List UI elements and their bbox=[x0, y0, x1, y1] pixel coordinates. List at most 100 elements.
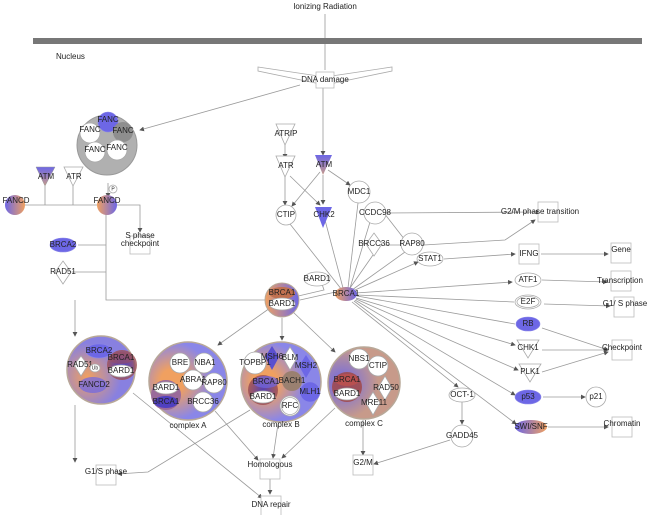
brcc36-label: BRCC36 bbox=[187, 397, 219, 406]
brcc36-node[interactable]: BRCC36 bbox=[358, 232, 390, 257]
ccdc98-label: CCDC98 bbox=[359, 208, 392, 217]
rb-node[interactable]: RB bbox=[515, 316, 541, 332]
mdc1-label: MDC1 bbox=[348, 187, 371, 196]
rad51-label: RAD51 bbox=[50, 267, 76, 276]
fanc-label: FANC bbox=[112, 126, 134, 135]
g2m-node[interactable]: G2/M bbox=[352, 454, 374, 476]
fanc-label: FANC bbox=[106, 143, 128, 152]
complex-a[interactable]: BRE NBA1 ABRA1 RAP80 BARD1 BRCA1 BRCC36 … bbox=[148, 341, 228, 430]
fanc-label: FANC bbox=[79, 125, 101, 134]
g1s-phase-left-node[interactable]: G1/S phase bbox=[85, 464, 128, 486]
ccdc98-node[interactable]: CCDC98 bbox=[359, 201, 392, 225]
gadd45-node[interactable]: GADD45 bbox=[446, 424, 479, 448]
rad51-node[interactable]: RAD51 bbox=[50, 260, 76, 285]
brca2-brca1-complex[interactable]: BRCA2 BRCA1 BARD1 RAD51 Ub FANCD2 bbox=[66, 335, 137, 405]
plk1-node[interactable]: PLK1 bbox=[518, 363, 542, 383]
atr-node[interactable]: ATR bbox=[275, 155, 296, 178]
rfc-label: RFC bbox=[282, 401, 299, 410]
fancd-node[interactable]: FANCD P bbox=[93, 184, 121, 215]
fanc-complex[interactable]: FANC FANC FANC FANC FANC bbox=[76, 111, 138, 176]
atm-node[interactable]: ATM bbox=[315, 155, 332, 175]
complex-c-label: complex C bbox=[345, 419, 383, 428]
brca2-node[interactable]: BRCA2 bbox=[50, 237, 77, 253]
mdc1-node[interactable]: MDC1 bbox=[347, 180, 371, 204]
fancd-node-left[interactable]: FANCD bbox=[2, 195, 30, 215]
atrip-node[interactable]: ATRIP bbox=[275, 123, 298, 146]
brca1-label: BRCA1 bbox=[153, 397, 180, 406]
g2m-transition-node[interactable]: G2/M phase transition bbox=[501, 201, 579, 223]
oct1-label: OCT-1 bbox=[450, 390, 474, 399]
ctip-node[interactable]: CTIP bbox=[275, 204, 297, 226]
g1s-phase-right-node[interactable]: G1/ S phase bbox=[603, 296, 648, 318]
chk1-node[interactable]: CHK1 bbox=[516, 339, 540, 359]
ionizing-radiation-label: Ionizing Radiation bbox=[293, 2, 357, 11]
brca1-bard1-complex[interactable]: BRCA1 BARD1 bbox=[264, 282, 300, 318]
fanc-label: FANC bbox=[97, 115, 119, 124]
brca1-label: BRCA1 bbox=[253, 377, 280, 386]
fanc-label: FANC bbox=[84, 145, 106, 154]
fancd-label: FANCD bbox=[93, 196, 120, 205]
atf1-label: ATF1 bbox=[519, 275, 539, 284]
ctip-label: CTIP bbox=[277, 210, 295, 219]
rad51-label: RAD51 bbox=[67, 360, 93, 369]
bard1-node[interactable]: BARD1 bbox=[303, 271, 331, 287]
p53-node[interactable]: p53 bbox=[514, 389, 542, 405]
bard1-label: BARD1 bbox=[334, 389, 361, 398]
chromatin-node[interactable]: Chromatin bbox=[604, 416, 641, 438]
complex-a-label: complex A bbox=[170, 421, 208, 430]
blm-label: BLM bbox=[282, 353, 299, 362]
e2f-node[interactable]: E2F bbox=[514, 294, 542, 310]
atf1-node[interactable]: ATF1 bbox=[514, 272, 542, 288]
gadd45-label: GADD45 bbox=[446, 431, 479, 440]
bard1-label: BARD1 bbox=[108, 366, 135, 375]
swisnf-node[interactable]: SWI/SNF bbox=[514, 420, 548, 434]
atm-label: ATM bbox=[316, 160, 333, 169]
homologous-node[interactable]: Homologous bbox=[248, 458, 293, 480]
nbs1-label: NBS1 bbox=[349, 354, 370, 363]
g2m-transition-label: G2/M phase transition bbox=[501, 207, 579, 216]
p21-node[interactable]: p21 bbox=[585, 386, 607, 408]
nucleus-label: Nucleus bbox=[56, 52, 85, 61]
ifng-node[interactable]: IFNG bbox=[518, 243, 540, 265]
edges bbox=[22, 84, 611, 499]
rap80-node[interactable]: RAP80 bbox=[399, 232, 425, 256]
chromatin-label: Chromatin bbox=[604, 419, 641, 428]
homologous-label: Homologous bbox=[248, 460, 293, 469]
rad50-label: RAD50 bbox=[373, 383, 399, 392]
atm-node-left[interactable]: ATM bbox=[35, 166, 56, 187]
dna-damage-node[interactable]: DNA damage bbox=[257, 66, 393, 89]
rap80-label: RAP80 bbox=[201, 378, 227, 387]
nuclear-membrane bbox=[33, 38, 642, 44]
bard1-label: BARD1 bbox=[250, 392, 277, 401]
stat1-node[interactable]: STAT1 bbox=[416, 251, 444, 267]
brca1-node[interactable]: BRCA1 bbox=[333, 287, 360, 301]
chk2-label: CHK2 bbox=[313, 210, 335, 219]
nba1-label: NBA1 bbox=[195, 358, 216, 367]
gene-node[interactable]: Gene bbox=[610, 242, 632, 264]
dna-repair-node[interactable]: DNA repair bbox=[251, 495, 291, 515]
brca1-label: BRCA1 bbox=[333, 289, 360, 298]
phospho-label: P bbox=[111, 186, 115, 192]
complex-c[interactable]: NBS1 CTIP BRCA1 BARD1 RAD50 MRE11 comple… bbox=[327, 346, 401, 428]
checkpoint-label: Checkpoint bbox=[602, 343, 643, 352]
box-shape bbox=[315, 71, 335, 89]
transcription-node[interactable]: Transcription bbox=[597, 270, 643, 292]
brca2-label: BRCA2 bbox=[50, 240, 77, 249]
chk2-node[interactable]: CHK2 bbox=[313, 207, 335, 228]
atr-label: ATR bbox=[278, 161, 294, 170]
rb-label: RB bbox=[522, 319, 533, 328]
bard1-label: BARD1 bbox=[269, 299, 296, 308]
complex-b[interactable]: MSH6 BLM MSH2 TOPBP1 BRCA1 BARD1 BACH1 M… bbox=[239, 341, 322, 429]
checkpoint-label: checkpoint bbox=[121, 239, 160, 248]
dna-repair-label: DNA repair bbox=[251, 500, 290, 509]
checkpoint-node[interactable]: Checkpoint bbox=[602, 339, 643, 361]
brca1-label: BRCA1 bbox=[334, 375, 361, 384]
msh6-label: MSH6 bbox=[261, 352, 284, 361]
bach1-label: BACH1 bbox=[279, 376, 306, 385]
fancd-label: FANCD bbox=[2, 196, 29, 205]
oct1-node[interactable]: OCT-1 bbox=[448, 387, 476, 403]
bre-label: BRE bbox=[172, 358, 188, 367]
atr-node-left[interactable]: ATR bbox=[63, 166, 84, 187]
